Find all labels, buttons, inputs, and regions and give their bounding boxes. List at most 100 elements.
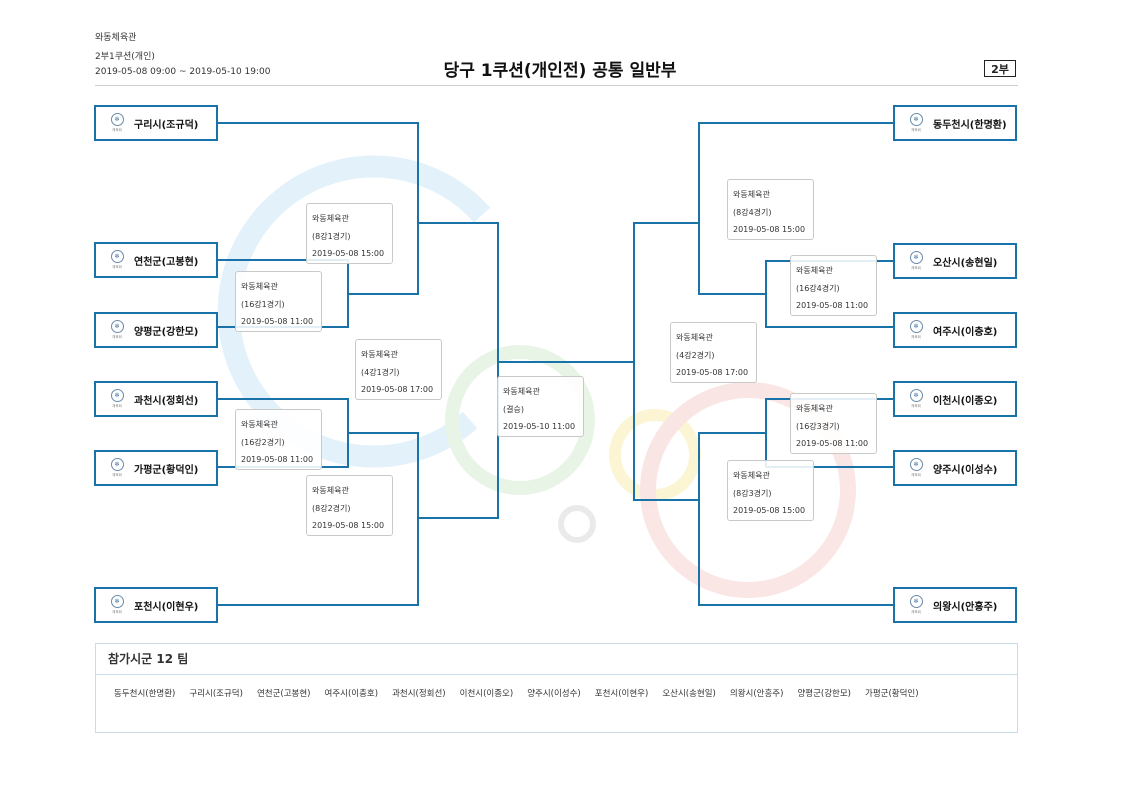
team-name: 연천군(고봉현) [134, 256, 199, 268]
match-time: 2019-05-08 11:00 [241, 455, 314, 464]
match-label: (8강3경기) [733, 488, 772, 498]
watermark-arc-blue [217, 155, 491, 468]
division-badge: 2부 [984, 60, 1016, 77]
match-venue: 와동체육관 [312, 486, 349, 495]
team-name: 포천시(이현우) [134, 601, 199, 613]
match-info-16-2[interactable]: 와동체육관 (16강2경기) 2019-05-08 11:00 [235, 409, 322, 470]
match-label: (8강2경기) [312, 503, 351, 513]
match-time: 2019-05-08 15:00 [733, 225, 806, 234]
header-venue: 와동체육관 [95, 33, 137, 43]
team-name: 동두천시(한명환) [933, 119, 1007, 131]
page-title: 당구 1쿠션(개인전) 공통 일반부 [443, 61, 677, 81]
watermark-ring-green [445, 345, 595, 495]
team-name: 오산시(송현일) [933, 257, 998, 269]
city-emblem-icon: ✻체육회 [905, 386, 927, 412]
match-venue: 와동체육관 [733, 471, 770, 480]
watermark-ring-red [640, 382, 856, 598]
match-venue: 와동체육관 [796, 404, 833, 413]
participant-item: 연천군(고봉현) [256, 689, 311, 699]
city-emblem-icon: ✻체육회 [106, 592, 128, 618]
line-4-1 [418, 222, 499, 519]
watermark-logo [217, 155, 856, 598]
match-venue: 와동체육관 [241, 420, 278, 429]
team-box[interactable]: ✻체육회 오산시(송현일) [893, 243, 1017, 279]
match-info-8-3[interactable]: 와동체육관 (8강3경기) 2019-05-08 15:00 [727, 460, 814, 521]
team-box[interactable]: ✻체육회 의왕시(안흥주) [893, 587, 1017, 623]
match-label: (8강4경기) [733, 207, 772, 217]
team-box[interactable]: ✻체육회 포천시(이현우) [94, 587, 218, 623]
participant-item: 이천시(이종오) [459, 689, 514, 699]
match-venue: 와동체육관 [361, 350, 398, 359]
team-box[interactable]: ✻체육회 동두천시(한명환) [893, 105, 1017, 141]
match-time: 2019-05-08 17:00 [676, 368, 749, 377]
match-label: (4강1경기) [361, 367, 400, 377]
match-time: 2019-05-10 11:00 [503, 422, 576, 431]
participants-list: 동두천시(한명환) 구리시(조규덕) 연천군(고봉현) 여주시(이충호) 과천시(정회선… [114, 686, 1004, 703]
team-name: 구리시(조규덕) [134, 119, 199, 131]
team-name: 의왕시(안흥주) [933, 601, 998, 613]
match-info-16-4[interactable]: 와동체육관 (16강4경기) 2019-05-08 11:00 [790, 255, 877, 316]
participants-panel: 참가시군 12 팀 동두천시(한명환) 구리시(조규덕) 연천군(고봉현) 여주시(이… [95, 643, 1018, 733]
match-time: 2019-05-08 11:00 [796, 301, 869, 310]
team-name: 가평군(황덕인) [134, 464, 199, 476]
line-4-2 [633, 222, 699, 501]
team-name: 양주시(이성수) [933, 464, 998, 476]
match-info-8-4[interactable]: 와동체육관 (8강4경기) 2019-05-08 15:00 [727, 179, 814, 240]
city-emblem-icon: ✻체육회 [905, 592, 927, 618]
match-time: 2019-05-08 11:00 [241, 317, 314, 326]
team-box[interactable]: ✻체육회 연천군(고봉현) [94, 242, 218, 278]
match-venue: 와동체육관 [503, 387, 540, 396]
match-info-8-1[interactable]: 와동체육관 (8강1경기) 2019-05-08 15:00 [306, 203, 393, 264]
participant-item: 의왕시(안흥주) [729, 689, 784, 699]
match-info-16-3[interactable]: 와동체육관 (16강3경기) 2019-05-08 11:00 [790, 393, 877, 454]
team-box[interactable]: ✻체육회 구리시(조규덕) [94, 105, 218, 141]
participant-item: 구리시(조규덕) [189, 689, 243, 699]
match-info-final[interactable]: 와동체육관 (결승) 2019-05-10 11:00 [497, 376, 584, 437]
match-label: (8강1경기) [312, 231, 351, 241]
city-emblem-icon: ✻체육회 [106, 455, 128, 481]
city-emblem-icon: ✻체육회 [905, 248, 927, 274]
match-venue: 와동체육관 [796, 266, 833, 275]
participant-item: 여주시(이충호) [324, 689, 379, 699]
match-label: (16강2경기) [241, 437, 285, 447]
team-name: 여주시(이충호) [933, 326, 998, 338]
participants-title: 참가시군 12 팀 [96, 644, 1017, 675]
header-period: 2019-05-08 09:00 ~ 2019-05-10 19:00 [95, 67, 271, 77]
participant-item: 양평군(강한모) [797, 689, 851, 699]
header-divider [95, 85, 1018, 86]
match-venue: 와동체육관 [733, 190, 770, 199]
team-box[interactable]: ✻체육회 과천시(정회선) [94, 381, 218, 417]
match-info-16-1[interactable]: 와동체육관 (16강1경기) 2019-05-08 11:00 [235, 271, 322, 332]
team-name: 양평군(강한모) [134, 326, 199, 338]
header-category: 2부1쿠션(개인) [95, 52, 155, 62]
city-emblem-icon: ✻체육회 [905, 455, 927, 481]
match-label: (16강4경기) [796, 283, 840, 293]
city-emblem-icon: ✻체육회 [106, 247, 128, 273]
city-emblem-icon: ✻체육회 [905, 317, 927, 343]
match-info-8-2[interactable]: 와동체육관 (8강2경기) 2019-05-08 15:00 [306, 475, 393, 536]
line-8-1 [218, 122, 419, 295]
line-8-4 [698, 122, 893, 295]
match-time: 2019-05-08 15:00 [312, 249, 385, 258]
team-box[interactable]: ✻체육회 이천시(이종오) [893, 381, 1017, 417]
match-venue: 와동체육관 [676, 333, 713, 342]
participant-item: 양주시(이성수) [527, 689, 581, 699]
team-name: 이천시(이종오) [933, 395, 998, 407]
city-emblem-icon: ✻체육회 [106, 317, 128, 343]
match-label: (16강3경기) [796, 421, 840, 431]
team-box[interactable]: ✻체육회 양주시(이성수) [893, 450, 1017, 486]
team-box[interactable]: ✻체육회 양평군(강한모) [94, 312, 218, 348]
team-box[interactable]: ✻체육회 가평군(황덕인) [94, 450, 218, 486]
match-label: (4강2경기) [676, 350, 715, 360]
match-time: 2019-05-08 15:00 [733, 506, 806, 515]
match-time: 2019-05-08 17:00 [361, 385, 434, 394]
team-box[interactable]: ✻체육회 여주시(이충호) [893, 312, 1017, 348]
line-8-3 [698, 432, 893, 606]
city-emblem-icon: ✻체육회 [106, 110, 128, 136]
match-info-4-2[interactable]: 와동체육관 (4강2경기) 2019-05-08 17:00 [670, 322, 757, 383]
match-venue: 와동체육관 [312, 214, 349, 223]
participant-item: 동두천시(한명환) [114, 689, 176, 699]
participant-item: 포천시(이현우) [594, 689, 649, 699]
match-info-4-1[interactable]: 와동체육관 (4강1경기) 2019-05-08 17:00 [355, 339, 442, 400]
participant-item: 과천시(정회선) [392, 689, 446, 699]
